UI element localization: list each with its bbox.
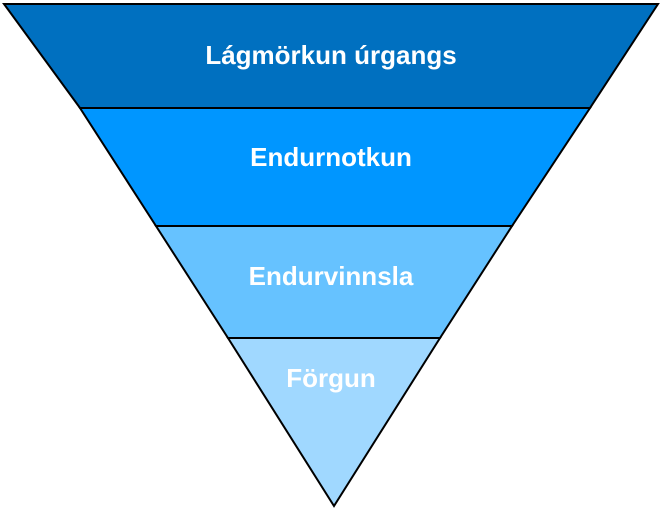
tier-1-label: Lágmörkun úrgangs [205,40,456,70]
tier-1: Lágmörkun úrgangs [2,3,660,109]
tier-4: Förgun [226,337,442,508]
tier-2: Endurnotkun [78,107,592,227]
tier-4-label: Förgun [286,363,376,393]
tier-2-label: Endurnotkun [250,142,412,172]
tier-3-label: Endurvinnsla [249,261,414,291]
tier-4-shape [226,337,442,508]
tier-3: Endurvinnsla [154,225,514,339]
